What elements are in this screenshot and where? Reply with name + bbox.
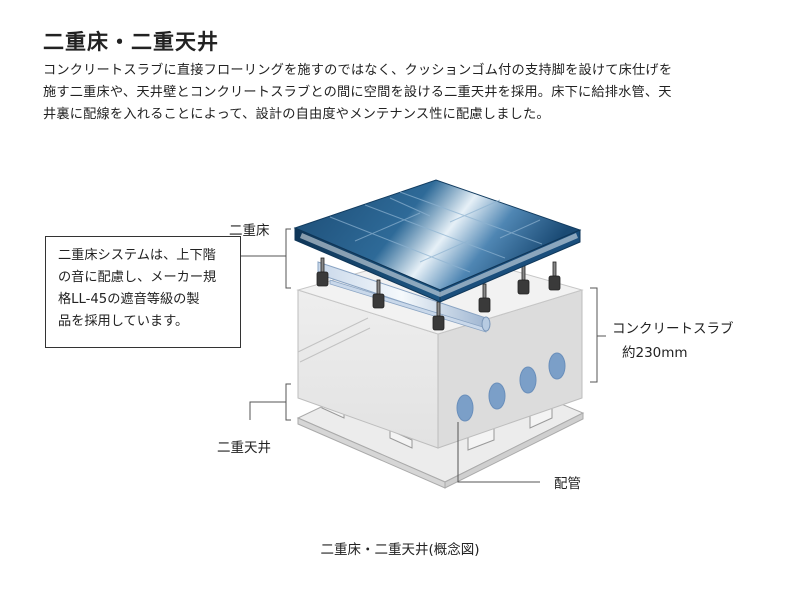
callout-box: 二重床システムは、上下階 の音に配慮し、メーカー規 格LL-45の遮音等級の製 … [45,236,241,348]
label-slab: コンクリートスラブ [612,321,734,337]
callout-line: の音に配慮し、メーカー規 [58,270,217,285]
callout-line: 格LL-45の遮音等級の製 [58,292,200,307]
description-line: コンクリートスラブに直接フローリングを施すのではなく、クッションゴム付の支持脚を… [43,63,673,78]
label-double-ceiling: 二重天井 [217,440,271,456]
description: コンクリートスラブに直接フローリングを施すのではなく、クッションゴム付の支持脚を… [43,60,763,126]
label-piping: 配管 [554,476,581,492]
underfloor-pipes [317,261,491,333]
support-legs [316,257,561,331]
floor-board [293,179,582,303]
description-line: 施す二重床や、天井壁とコンクリートスラブとの間に空間を設ける二重天井を採用。床下… [43,85,672,100]
label-slab-thickness: 約230mm [622,345,688,361]
pipe-sleeves [456,352,566,422]
callout-line: 二重床システムは、上下階 [58,248,216,263]
figure-caption: 二重床・二重天井(概念図) [320,542,480,558]
label-double-floor: 二重床 [229,223,270,239]
description-line: 井裏に配線を入れることによって、設計の自由度やメンテナンス性に配慮しました。 [43,107,550,122]
callout-line: 品を採用しています。 [58,314,189,329]
leader-lines [241,228,606,483]
page-title: 二重床・二重天井 [43,30,219,54]
